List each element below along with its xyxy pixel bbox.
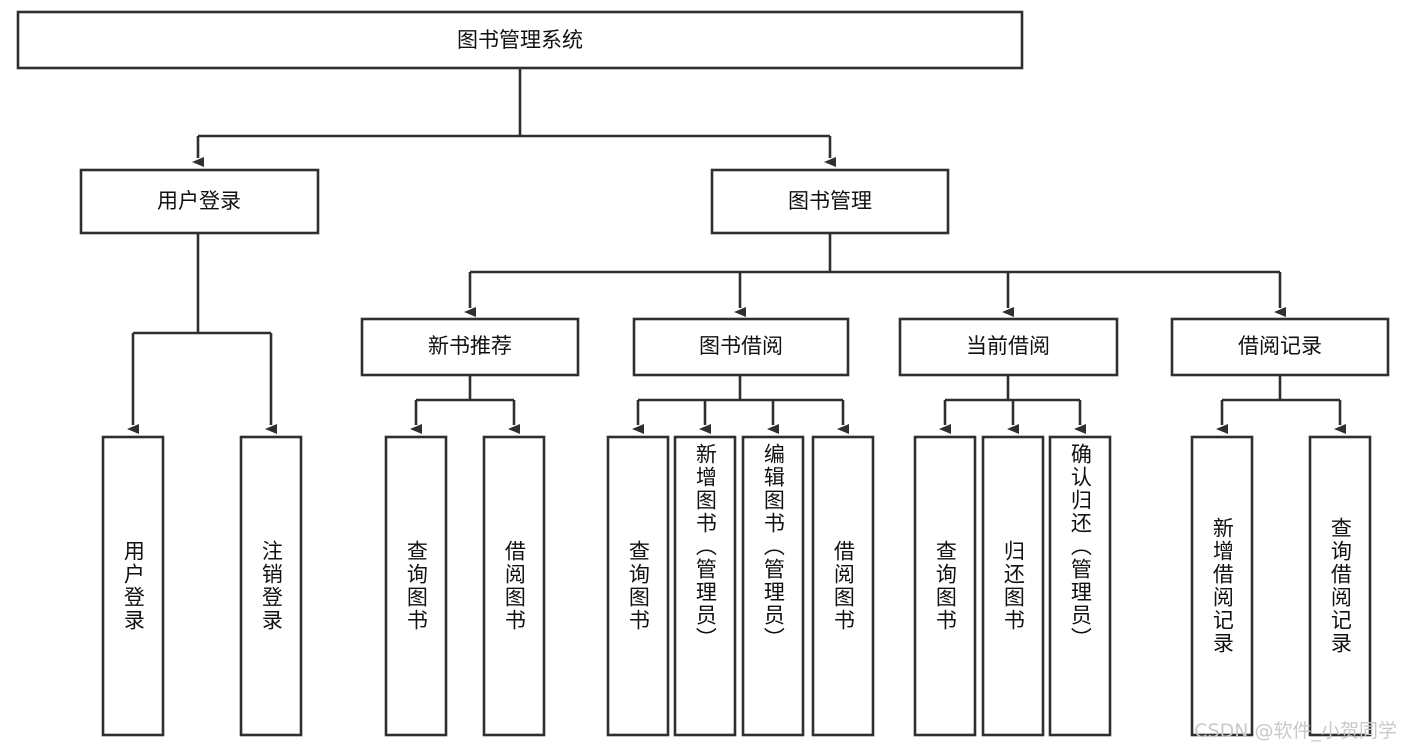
node-book-borrow-box[interactable] (632, 317, 850, 377)
edges-new-book-rec-to-leaves (410, 375, 520, 434)
node-leaf-borrow-book-1-box[interactable] (482, 435, 546, 737)
node-root-box[interactable] (16, 10, 1024, 70)
node-book-borrow[interactable]: 图书借阅 (632, 317, 850, 377)
node-new-book-rec-box[interactable] (360, 317, 580, 377)
node-leaf-add-record-box[interactable] (1190, 435, 1254, 737)
node-leaf-query-record-box[interactable] (1308, 435, 1372, 737)
node-borrow-record[interactable]: 借阅记录 (1170, 317, 1390, 377)
edges-current-borrow-to-leaves (939, 375, 1086, 434)
node-new-book-rec[interactable]: 新书推荐 (360, 317, 580, 377)
node-user-login-label: 用户登录 (157, 189, 241, 213)
node-book-mgmt-box[interactable] (710, 168, 950, 235)
node-root[interactable]: 图书管理系统 (16, 10, 1024, 70)
edges-book-mgmt-to-level3 (464, 233, 1286, 317)
leaf-boxes (101, 435, 1372, 737)
edges-book-borrow-to-leaves (632, 375, 849, 434)
node-root-label: 图书管理系统 (457, 28, 583, 52)
node-leaf-borrow-book-2-box[interactable] (811, 435, 875, 737)
node-leaf-user-login-box[interactable] (101, 435, 165, 737)
node-book-mgmt[interactable]: 图书管理 (710, 168, 950, 235)
node-user-login[interactable]: 用户登录 (79, 168, 320, 235)
node-book-mgmt-label: 图书管理 (788, 189, 872, 213)
node-leaf-return-book-box[interactable] (981, 435, 1045, 737)
node-leaf-edit-book-box[interactable] (741, 435, 805, 737)
node-borrow-record-label: 借阅记录 (1238, 334, 1322, 358)
edges-root-to-level2 (192, 68, 836, 167)
node-leaf-confirm-return-box[interactable] (1048, 435, 1112, 737)
node-leaf-query-book-2-box[interactable] (606, 435, 670, 737)
node-current-borrow-box[interactable] (898, 317, 1119, 377)
node-leaf-query-book-1-box[interactable] (384, 435, 448, 737)
edges-user-login-to-leaves (127, 233, 277, 434)
node-borrow-record-box[interactable] (1170, 317, 1390, 377)
node-leaf-add-book-box[interactable] (673, 435, 737, 737)
node-current-borrow[interactable]: 当前借阅 (898, 317, 1119, 377)
node-user-login-box[interactable] (79, 168, 320, 235)
node-current-borrow-label: 当前借阅 (966, 334, 1050, 358)
node-leaf-logout-box[interactable] (239, 435, 303, 737)
node-leaf-query-book-3-box[interactable] (913, 435, 977, 737)
node-new-book-rec-label: 新书推荐 (428, 334, 512, 358)
edges-borrow-record-to-leaves (1216, 375, 1346, 434)
node-book-borrow-label: 图书借阅 (699, 334, 783, 358)
